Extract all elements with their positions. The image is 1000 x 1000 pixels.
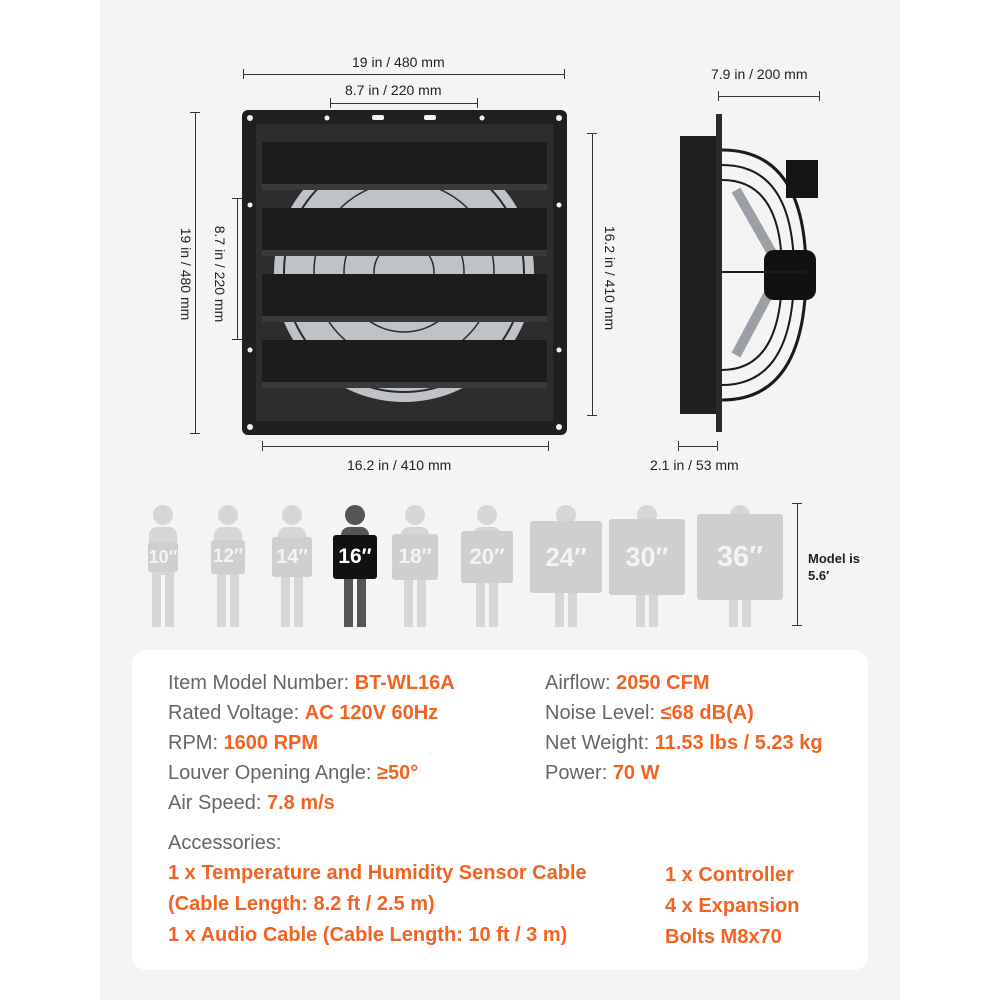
front-width-line [243,69,565,79]
side-depth-label: 7.9 in / 200 mm [711,66,808,82]
size-figure-7: 30″ [607,503,687,629]
side-frame [680,136,718,414]
size-board: 30″ [609,519,685,595]
spec-louver: Louver Opening Angle: ≥50° [168,762,419,784]
accessories-right: 1 x Controller 4 x Expansion Bolts M8x70 [665,860,800,953]
motor [764,250,816,300]
size-label: 12″ [212,546,244,567]
accessories-title: Accessories: [168,832,282,854]
front-opening-width-line [262,441,549,451]
accessory-bolts-size: Bolts M8x70 [665,926,782,948]
side-frame-depth-label: 2.1 in / 53 mm [650,457,739,473]
size-board: 10″ [148,542,178,572]
size-board: 12″ [211,540,245,574]
size-figure-1: 12″ [188,503,268,629]
accessories-left: 1 x Temperature and Humidity Sensor Cabl… [168,858,587,951]
louver [262,142,547,188]
size-board: 16″ [333,535,377,579]
size-figure-8: 36″ [697,503,783,629]
model-note-line1: Model is [808,551,861,566]
size-label: 24″ [545,541,587,572]
size-figure-0: 10″ [123,503,203,629]
side-depth-line [718,91,820,101]
model-note-line2: 5.6′ [808,568,830,583]
front-height-line [190,112,200,434]
size-board: 36″ [697,514,783,600]
size-label: 36″ [716,540,764,573]
size-figure-6: 24″ [526,503,606,629]
front-inner-height-line [232,198,242,340]
front-opening-width-label: 16.2 in / 410 mm [347,457,452,473]
size-figure-4: 18″ [375,503,455,629]
front-hole-spacing-line [330,98,478,108]
size-figure-2: 14″ [252,503,332,629]
spec-airspeed: Air Speed: 7.8 m/s [168,792,335,814]
spec-model: Item Model Number: BT-WL16A [168,672,455,694]
accessory-controller: 1 x Controller [665,864,794,886]
model-height-note: Model is 5.6′ [808,550,860,584]
louver [262,208,547,254]
spec-airflow: Airflow: 2050 CFM [545,672,710,694]
spec-noise: Noise Level: ≤68 dB(A) [545,702,754,724]
size-board: 20″ [461,531,513,583]
louver [262,340,547,386]
size-label: 16″ [338,545,372,568]
size-figure-5: 20″ [447,503,527,629]
size-label: 20″ [469,544,505,569]
spec-power: Power: 70 W [545,762,660,784]
accessory-sensor-cable: 1 x Temperature and Humidity Sensor Cabl… [168,862,587,884]
spec-weight: Net Weight: 11.53 lbs / 5.23 kg [545,732,823,754]
size-label: 10″ [148,546,178,567]
size-label: 30″ [625,541,669,572]
size-label: 14″ [276,545,308,568]
accessory-bolts: 4 x Expansion [665,895,800,917]
model-height-line [792,503,802,626]
spec-card [132,650,868,970]
accessory-sensor-cable-length: (Cable Length: 8.2 ft / 2.5 m) [168,893,435,915]
size-board: 14″ [272,537,312,577]
side-frame-depth-line [678,441,718,451]
size-figure-3: 16″ [315,503,395,629]
front-width-label: 19 in / 480 mm [352,54,445,70]
size-label: 18″ [398,545,432,568]
spec-voltage: Rated Voltage: AC 120V 60Hz [168,702,439,724]
front-hole-spacing-label: 8.7 in / 220 mm [345,82,442,98]
size-board: 18″ [392,534,438,580]
fan-side-view [680,114,818,432]
front-opening-height-line [587,133,597,416]
accessory-audio-cable: 1 x Audio Cable (Cable Length: 10 ft / 3… [168,924,568,946]
size-board: 24″ [530,521,602,593]
louver [262,274,547,320]
spec-rpm: RPM: 1600 RPM [168,732,319,754]
fan-front-view [242,110,567,435]
